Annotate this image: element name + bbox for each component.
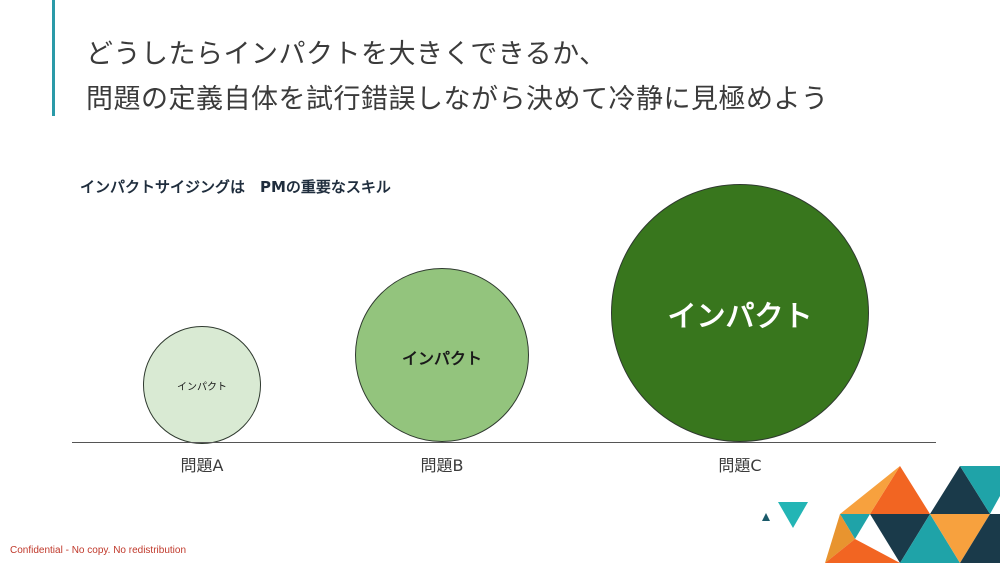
triangle-teal-3	[960, 466, 1000, 514]
impact-circle-a-text: インパクト	[177, 381, 227, 393]
impact-circle-c-text: インパクト	[667, 299, 813, 333]
triangle-decoration	[762, 466, 1000, 563]
triangle-orange-4	[930, 514, 990, 563]
impact-circle-b-text: インパクト	[401, 349, 482, 368]
triangle-navy-3	[960, 514, 1000, 563]
slide-subtitle: インパクトサイジングは PMの重要なスキル	[80, 178, 391, 196]
triangle-teal-2	[900, 514, 960, 563]
triangle-navy-1	[870, 514, 930, 563]
impact-circle-b: インパクト	[355, 268, 529, 442]
baseline-rule	[72, 442, 936, 443]
triangle-teal-light	[778, 502, 808, 528]
triangle-navy-2	[930, 466, 990, 514]
problem-a-label: 問題A	[180, 456, 224, 475]
small-triangle-navy	[762, 513, 770, 521]
impact-circle-c: インパクト	[611, 184, 869, 442]
title-accent-bar	[52, 0, 55, 116]
triangle-orange-5	[840, 466, 900, 514]
triangle-orange-3	[825, 539, 900, 563]
problem-c-label: 問題C	[718, 456, 762, 475]
triangle-orange-2	[825, 514, 855, 563]
title-line-2: 問題の定義自体を試行錯誤しながら決めて冷静に見極めよう	[86, 84, 829, 115]
triangle-orange-1	[870, 466, 930, 514]
slide-title: どうしたらインパクトを大きくできるか、 問題の定義自体を試行錯誤しながら決めて冷…	[86, 32, 966, 122]
triangle-teal-1	[840, 514, 870, 539]
impact-circle-a: インパクト	[143, 326, 261, 444]
title-line-1: どうしたらインパクトを大きくできるか、	[86, 39, 607, 70]
confidential-footer: Confidential - No copy. No redistributio…	[10, 545, 187, 556]
problem-b-label: 問題B	[420, 456, 464, 475]
